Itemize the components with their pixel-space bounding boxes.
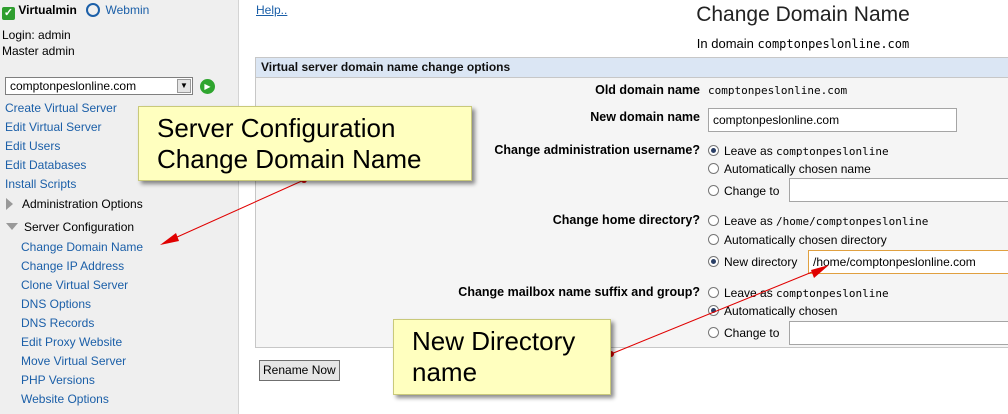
- option-label: Change to: [724, 184, 780, 198]
- sidebar-item-dns-options[interactable]: DNS Options: [21, 297, 92, 311]
- old-domain-label: Old domain name: [595, 83, 700, 97]
- sidebar-item-website-options[interactable]: Website Options: [21, 392, 109, 406]
- admin-username-auto-option[interactable]: Automatically chosen name: [708, 162, 871, 176]
- new-domain-label: New domain name: [590, 110, 700, 124]
- domain-change-form: Virtual server domain name change option…: [255, 57, 1008, 348]
- subtitle-domain: comptonpeslonline.com: [757, 37, 910, 51]
- callout-line: New Directory: [412, 326, 576, 356]
- category-server-configuration[interactable]: Server Configuration: [6, 220, 134, 234]
- page-title: Change Domain Name: [696, 3, 910, 26]
- home-dir-new-option[interactable]: New directory: [708, 255, 797, 269]
- mailbox-change-option[interactable]: Change to: [708, 326, 779, 340]
- sidebar-item-edit-databases[interactable]: Edit Databases: [5, 158, 87, 172]
- login-role: Master admin: [2, 44, 75, 58]
- option-label: Leave as: [724, 286, 773, 300]
- radio-icon[interactable]: [708, 185, 719, 196]
- sidebar-item-change-domain-name[interactable]: Change Domain Name: [21, 240, 144, 254]
- callout-line: Change Domain Name: [157, 144, 422, 174]
- option-label: Automatically chosen: [724, 304, 838, 318]
- category-label: Server Configuration: [24, 220, 135, 234]
- callout-server-configuration: Server Configuration Change Domain Name: [138, 106, 472, 181]
- admin-username-change-option[interactable]: Change to: [708, 184, 779, 198]
- radio-icon[interactable]: [708, 234, 719, 245]
- category-label: Administration Options: [22, 197, 143, 211]
- triangle-down-icon: [6, 223, 18, 230]
- home-directory-label: Change home directory?: [552, 213, 700, 227]
- new-directory-input[interactable]: /home/comptonpeslonline.com: [808, 250, 1008, 274]
- brand-bar: ✓ Virtualmin Webmin: [2, 3, 149, 20]
- option-label: Automatically chosen name: [724, 162, 871, 176]
- admin-username-input[interactable]: [789, 178, 1008, 202]
- arrowhead-new-directory: [811, 265, 829, 278]
- category-administration-options[interactable]: Administration Options: [6, 197, 143, 211]
- chevron-down-icon[interactable]: ▼: [177, 79, 191, 93]
- domain-select-value: comptonpeslonline.com: [10, 79, 137, 93]
- sidebar-item-php-versions[interactable]: PHP Versions: [21, 373, 95, 387]
- subtitle-prefix: In domain: [696, 36, 754, 51]
- mailbox-suffix-label: Change mailbox name suffix and group?: [458, 285, 700, 299]
- domain-select[interactable]: comptonpeslonline.com ▼: [5, 77, 193, 95]
- sidebar-item-edit-users[interactable]: Edit Users: [5, 139, 61, 153]
- admin-username-leave-option[interactable]: Leave as comptonpeslonline: [708, 144, 889, 158]
- left-sidebar: ✓ Virtualmin Webmin Login: admin Master …: [0, 0, 239, 414]
- virtualmin-link[interactable]: Virtualmin: [18, 3, 77, 17]
- login-user: Login: admin: [2, 28, 71, 42]
- go-arrow-icon[interactable]: ▶: [200, 79, 215, 94]
- option-label: New directory: [724, 255, 798, 269]
- option-value: comptonpeslonline: [776, 287, 889, 300]
- mailbox-leave-option[interactable]: Leave as comptonpeslonline: [708, 286, 889, 300]
- option-value: comptonpeslonline: [776, 145, 889, 158]
- admin-username-label: Change administration username?: [494, 143, 700, 157]
- old-domain-value: comptonpeslonline.com: [708, 84, 848, 97]
- option-label: Change to: [724, 326, 780, 340]
- rename-now-button[interactable]: Rename Now: [259, 360, 340, 381]
- sidebar-item-edit-proxy-website[interactable]: Edit Proxy Website: [21, 335, 123, 349]
- radio-icon[interactable]: [708, 163, 719, 174]
- arrow-line-new-directory: [610, 267, 823, 355]
- option-value: /home/comptonpeslonline: [776, 215, 929, 228]
- callout-new-directory: New Directory name: [393, 319, 611, 395]
- sidebar-links: Create Virtual Server Edit Virtual Serve…: [5, 99, 117, 194]
- home-dir-leave-option[interactable]: Leave as /home/comptonpeslonline: [708, 214, 928, 228]
- sidebar-item-move-virtual-server[interactable]: Move Virtual Server: [21, 354, 127, 368]
- sidebar-item-dns-records[interactable]: DNS Records: [21, 316, 95, 330]
- radio-selected-icon[interactable]: [708, 145, 719, 156]
- arrow-line-change-domain: [165, 179, 305, 243]
- triangle-right-icon: [6, 198, 13, 210]
- option-label: Automatically chosen directory: [724, 233, 887, 247]
- sidebar-item-create-virtual-server[interactable]: Create Virtual Server: [5, 101, 117, 115]
- mailbox-auto-option[interactable]: Automatically chosen: [708, 304, 837, 318]
- callout-line: Server Configuration: [157, 113, 396, 143]
- server-config-links: Change Domain Name Change IP Address Clo…: [21, 238, 143, 409]
- webmin-icon: [86, 3, 101, 17]
- sidebar-item-install-scripts[interactable]: Install Scripts: [5, 177, 77, 191]
- new-domain-input[interactable]: comptonpeslonline.com: [708, 108, 957, 132]
- radio-icon[interactable]: [708, 327, 719, 338]
- login-info: Login: admin Master admin: [2, 27, 75, 59]
- option-label: Leave as: [724, 214, 773, 228]
- sidebar-item-edit-virtual-server[interactable]: Edit Virtual Server: [5, 120, 102, 134]
- option-label: Leave as: [724, 144, 773, 158]
- sidebar-item-change-ip-address[interactable]: Change IP Address: [21, 259, 125, 273]
- sidebar-item-clone-virtual-server[interactable]: Clone Virtual Server: [21, 278, 129, 292]
- virtualmin-check-icon: ✓: [2, 7, 15, 20]
- webmin-link[interactable]: Webmin: [105, 3, 150, 17]
- home-dir-auto-option[interactable]: Automatically chosen directory: [708, 233, 887, 247]
- callout-line: name: [412, 357, 478, 387]
- radio-icon[interactable]: [708, 287, 719, 298]
- radio-selected-icon[interactable]: [708, 256, 719, 267]
- arrowhead-change-domain: [160, 233, 179, 245]
- section-header: Virtual server domain name change option…: [256, 58, 1008, 78]
- page-subtitle: In domain comptonpeslonline.com: [603, 36, 1003, 51]
- mailbox-suffix-input[interactable]: [789, 321, 1008, 345]
- radio-icon[interactable]: [708, 215, 719, 226]
- help-link[interactable]: Help..: [256, 3, 288, 17]
